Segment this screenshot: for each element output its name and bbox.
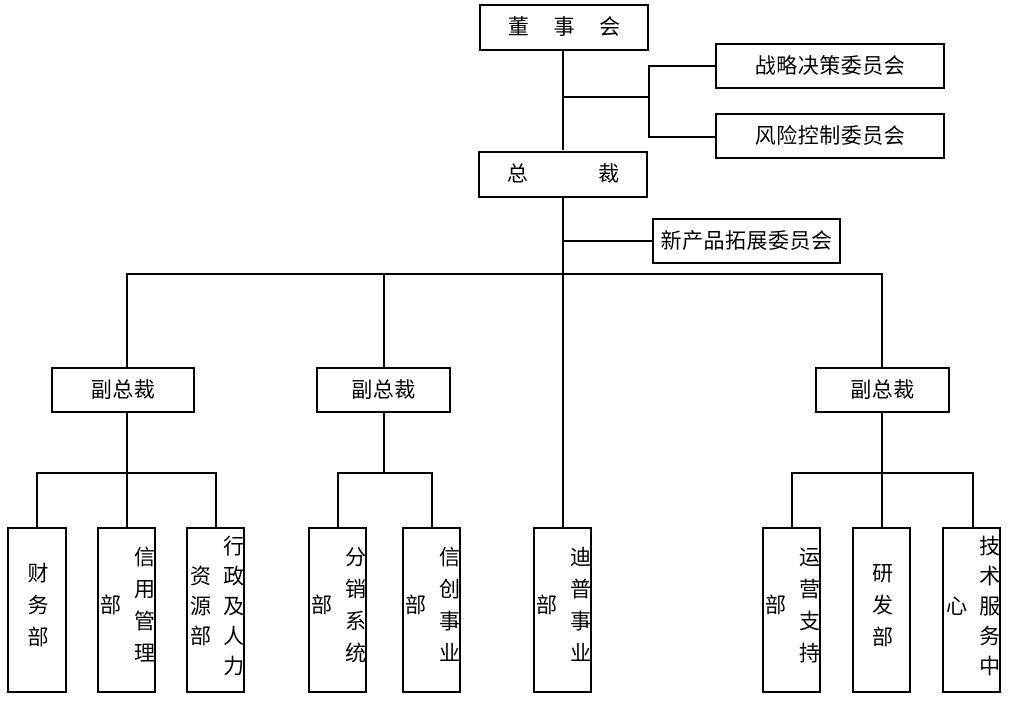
connector-vp-left-stem: [126, 413, 128, 473]
node-vp-right[interactable]: 副总裁: [815, 367, 950, 413]
connector-vp-middle-stem: [383, 413, 385, 473]
node-finance-dept[interactable]: 财务部: [7, 527, 67, 693]
connector-board-to-president: [562, 50, 564, 150]
connector-to-xinchuang-dept: [431, 472, 433, 527]
node-president[interactable]: 总 裁: [478, 151, 648, 198]
connector-president-trunk: [562, 198, 564, 527]
node-vp-left[interactable]: 副总裁: [51, 367, 195, 413]
connector-bus-to-vp-left: [126, 273, 128, 367]
node-vp-middle[interactable]: 副总裁: [316, 367, 451, 413]
connector-board-committee-bracket: [648, 65, 650, 138]
connector-bus-to-vp-right: [881, 273, 883, 367]
connector-to-credit-dept: [126, 472, 128, 527]
node-risk-committee[interactable]: 风险控制委员会: [715, 113, 945, 159]
connector-to-finance-dept: [36, 472, 38, 527]
node-strategy-committee[interactable]: 战略决策委员会: [715, 43, 945, 89]
node-ops-support-dept[interactable]: 运营支持部: [762, 527, 821, 693]
connector-to-strategy-committee: [648, 65, 717, 67]
connector-to-risk-committee: [648, 136, 717, 138]
node-new-product-committee[interactable]: 新产品拓展委员会: [652, 218, 841, 264]
connector-to-rd-dept: [881, 472, 883, 527]
connector-to-ops-support-dept: [791, 472, 793, 527]
node-board[interactable]: 董 事 会: [479, 4, 649, 51]
connector-bus-to-vp-middle: [383, 273, 385, 367]
node-dipu-dept[interactable]: 迪普事业部: [533, 527, 592, 693]
connector-to-admin-hr-dept: [215, 472, 217, 527]
node-rd-dept[interactable]: 研发部: [852, 527, 911, 693]
node-xinchuang-dept[interactable]: 信创事业部: [402, 527, 461, 693]
node-credit-dept[interactable]: 信用管理部: [97, 527, 156, 693]
connector-vp-middle-bus: [337, 472, 433, 474]
connector-to-tech-service-center: [972, 472, 974, 527]
node-admin-hr-dept[interactable]: 行政及人力资源部: [186, 527, 245, 693]
connector-board-staff-stub: [562, 96, 650, 98]
connector-to-new-product-committee: [562, 240, 654, 242]
connector-vp-right-stem: [881, 413, 883, 473]
node-distribution-dept[interactable]: 分销系统部: [308, 527, 367, 693]
connector-vp-bus: [126, 273, 883, 275]
connector-to-distribution-dept: [337, 472, 339, 527]
node-tech-service-center[interactable]: 技术服务中心: [942, 527, 1001, 693]
